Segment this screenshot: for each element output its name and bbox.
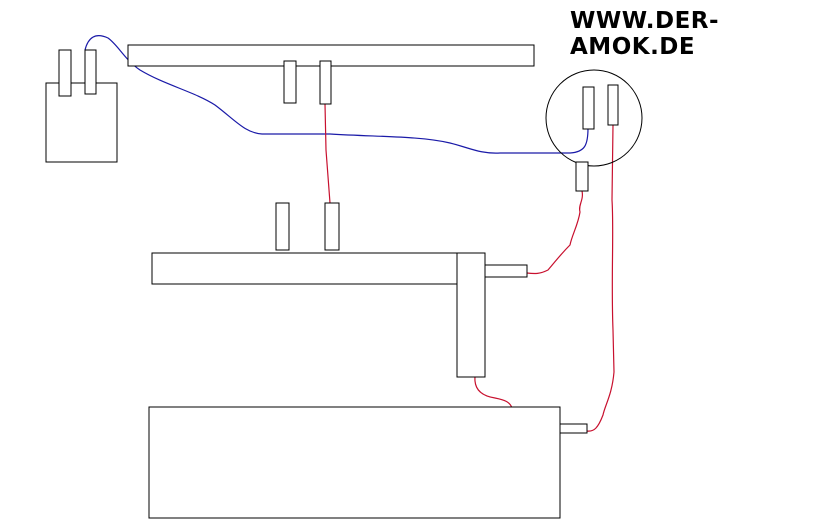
bottom-box-terminal	[559, 423, 588, 434]
blue-wire	[84, 35, 589, 154]
top-bar-prong-left	[283, 60, 297, 104]
middle-prong-right	[324, 202, 340, 251]
website-watermark: WWW.DER-AMOK.DE	[570, 8, 720, 60]
middle-prong-left	[275, 202, 290, 251]
red-wire-lower	[474, 376, 513, 409]
red-wire-switch	[526, 190, 584, 275]
bottom-box	[148, 406, 561, 519]
switch-terminal	[575, 161, 589, 192]
socket-slot-left	[582, 86, 595, 130]
top-bar-prong-right	[319, 60, 332, 105]
red-wire-long	[586, 124, 615, 432]
red-wire-upper	[324, 103, 331, 204]
plug-body	[45, 82, 118, 163]
plug-prong-left	[58, 49, 72, 97]
socket-slot-right	[607, 84, 619, 126]
socket-circle	[545, 69, 643, 167]
middle-bar	[151, 252, 458, 285]
vertical-post	[456, 252, 486, 378]
plug-prong-right	[84, 49, 97, 95]
side-terminal	[484, 264, 528, 278]
